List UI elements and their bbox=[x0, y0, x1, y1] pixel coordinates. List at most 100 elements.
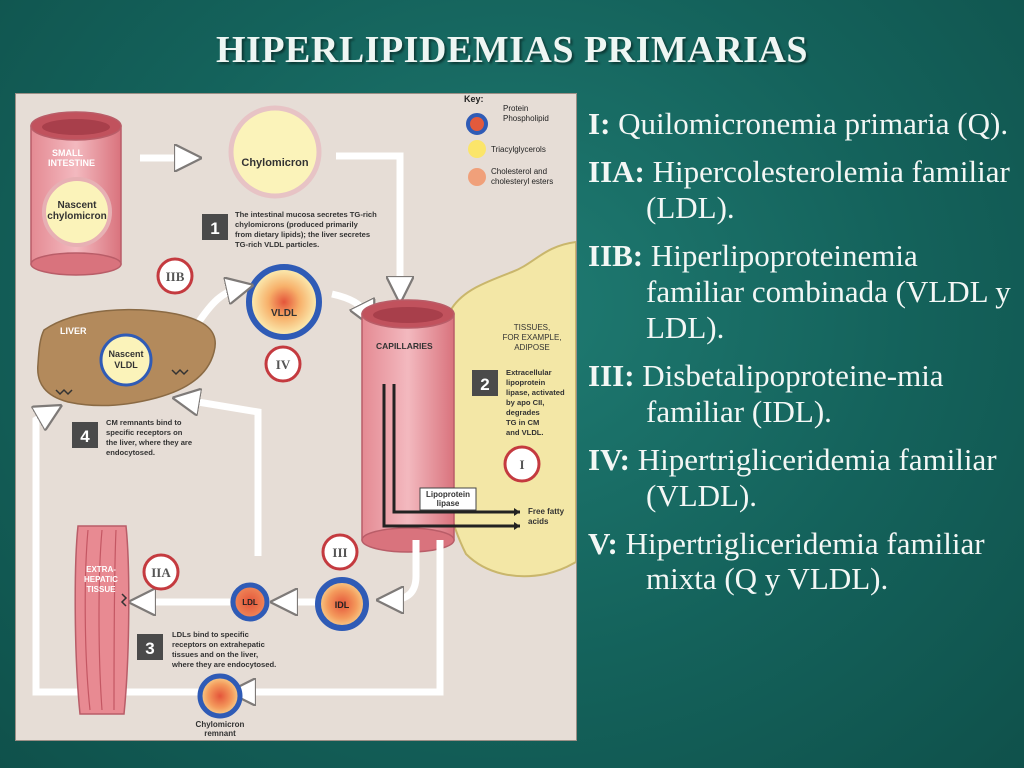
classification-item-iia: IIA: Hipercolesterolemia familiar (LDL). bbox=[588, 154, 1018, 226]
ldl-particle bbox=[230, 582, 270, 622]
classification-text: Hipertrigliceridemia familiar mixta (Q y… bbox=[625, 525, 985, 597]
classification-item-iib: IIB: Hiperlipoproteinemia familiar combi… bbox=[588, 238, 1018, 346]
classification-text: Hipertrigliceridemia familiar (VLDL). bbox=[637, 441, 997, 513]
step-4-number: 4 bbox=[80, 427, 90, 446]
badge-iv-label: IV bbox=[276, 357, 291, 372]
badge-i bbox=[503, 445, 541, 483]
liver-receptor-right bbox=[171, 368, 189, 376]
free-fatty-acids-label-2: acids bbox=[528, 517, 549, 526]
key-phospholipid: Phospholipid bbox=[503, 114, 549, 123]
tissues-label-1: TISSUES, bbox=[514, 323, 550, 332]
chylomicron-remnant-label-2: remnant bbox=[204, 729, 236, 738]
lipoprotein-lipase-label-2: lipase bbox=[437, 499, 460, 508]
extrahepatic-tissue bbox=[74, 525, 130, 715]
step-4-text-3: the liver, where they are bbox=[106, 438, 192, 447]
classification-item-v: V: Hipertrigliceridemia familiar mixta (… bbox=[588, 526, 1018, 598]
arrow-capillaries-to-remnant bbox=[242, 540, 444, 692]
key-cholesterol-2: cholesteryl esters bbox=[491, 177, 553, 186]
free-fatty-acids-label-1: Free fatty bbox=[528, 507, 565, 516]
badge-iia-label: IIA bbox=[151, 565, 171, 580]
small-intestine-label-2: INTESTINE bbox=[48, 158, 95, 168]
idl-label: IDL bbox=[335, 600, 350, 610]
diagram-canvas: SMALL INTESTINE Nascent chylomicron Chyl… bbox=[30, 94, 576, 738]
nascent-chylomicron-label-1: Nascent bbox=[58, 200, 98, 211]
step-4-text-1: CM remnants bind to bbox=[106, 418, 182, 427]
classification-item-iii: III: Disbetalipoproteine-mia familiar (I… bbox=[588, 358, 1018, 430]
step-2-text-7: and VLDL. bbox=[506, 428, 544, 437]
step-1-number: 1 bbox=[210, 219, 219, 238]
key-triacylglycerols: Triacylglycerols bbox=[491, 145, 546, 154]
step-2-text-2: lipoprotein bbox=[506, 378, 546, 387]
step-1-text-2: chylomicrons (produced primarily bbox=[235, 220, 359, 229]
step-1-text-4: TG-rich VLDL particles. bbox=[235, 240, 319, 249]
step-4-text-2: specific receptors on bbox=[106, 428, 183, 437]
lipoprotein-metabolism-diagram: SMALL INTESTINE Nascent chylomicron Chyl… bbox=[16, 94, 576, 740]
step-3-text-2: receptors on extrahepatic bbox=[172, 640, 265, 649]
classification-label: IIB: bbox=[588, 237, 644, 273]
step-3-number: 3 bbox=[145, 639, 154, 658]
badge-iib bbox=[156, 257, 194, 295]
badge-iib-label: IIB bbox=[166, 269, 185, 284]
step-3-text-1: LDLs bind to specific bbox=[172, 630, 249, 639]
step-2-marker bbox=[472, 370, 498, 396]
arrow-liver-to-vldl bbox=[193, 288, 240, 328]
step-2-number: 2 bbox=[480, 375, 489, 394]
tissues-label-3: ADIPOSE bbox=[514, 343, 550, 352]
extrahepatic-label-3: TISSUE bbox=[87, 585, 117, 594]
step-1-text-1: The intestinal mucosa secretes TG-rich bbox=[235, 210, 377, 219]
key-cholesterol-1: Cholesterol and bbox=[491, 167, 547, 176]
capillaries-label: CAPILLARIES bbox=[376, 341, 433, 351]
step-4-text-4: endocytosed. bbox=[106, 448, 155, 457]
step-3-text-4: where they are endocytosed. bbox=[171, 660, 276, 669]
small-intestine-label-1: SMALL bbox=[52, 148, 83, 158]
chylomicron-remnant-label-1: Chylomicron bbox=[196, 720, 245, 729]
chylomicron-label: Chylomicron bbox=[241, 157, 309, 169]
classification-text: Hiperlipoproteinemia familiar combinada … bbox=[646, 237, 1011, 345]
arrow-chylomicron-to-capillaries bbox=[336, 152, 400, 290]
key-protein-swatch bbox=[466, 113, 488, 135]
capillaries bbox=[361, 299, 455, 553]
key-cholesterol-swatch bbox=[468, 168, 486, 186]
key-title: Key: bbox=[464, 94, 484, 104]
key-protein: Protein bbox=[503, 104, 528, 113]
classification-text: Disbetalipoproteine-mia familiar (IDL). bbox=[642, 357, 944, 429]
classification-label: IV: bbox=[588, 441, 630, 477]
step-2-text-6: TG in CM bbox=[506, 418, 539, 427]
nascent-chylomicron-label-2: chylomicron bbox=[47, 211, 106, 222]
extrahepatic-label-1: EXTRA- bbox=[86, 565, 116, 574]
badge-iv bbox=[264, 345, 302, 383]
arrow-ldl-to-liver bbox=[186, 400, 262, 556]
vldl-particle bbox=[246, 264, 322, 340]
idl-particle bbox=[315, 577, 369, 631]
fatty-acid-arrowhead-2 bbox=[514, 522, 520, 530]
classification-item-i: I: Quilomicronemia primaria (Q). bbox=[588, 106, 1018, 142]
step-2-text-3: lipase, activated bbox=[506, 388, 565, 397]
key-legend: Key: Protein Phospholipid Triacylglycero… bbox=[464, 94, 553, 186]
ldl-label: LDL bbox=[242, 598, 258, 607]
nascent-vldl-label-2: VLDL bbox=[114, 360, 138, 370]
classification-text: Quilomicronemia primaria (Q). bbox=[618, 106, 1009, 141]
classification-label: III: bbox=[588, 357, 635, 393]
step-1-text-3: from dietary lipids); the liver secretes bbox=[235, 230, 370, 239]
extrahepatic-label-2: HEPATIC bbox=[84, 575, 118, 584]
key-triacylglycerol-swatch bbox=[468, 140, 486, 158]
lipoprotein-lipase-label-1: Lipoprotein bbox=[426, 490, 470, 499]
badge-iii-label: III bbox=[332, 545, 347, 560]
step-2-text-1: Extracellular bbox=[506, 368, 552, 377]
badge-iii bbox=[321, 533, 359, 571]
step-2-text-5: degrades bbox=[506, 408, 540, 417]
fatty-acid-path-1 bbox=[392, 384, 520, 514]
chylomicron-remnant-particle bbox=[197, 673, 243, 719]
step-2-text-4: by apo CII, bbox=[506, 398, 544, 407]
nascent-vldl-label-1: Nascent bbox=[108, 349, 143, 359]
classification-label: IIA: bbox=[588, 153, 645, 189]
tissues-label-2: FOR EXAMPLE, bbox=[502, 333, 561, 342]
vldl-label: VLDL bbox=[271, 308, 297, 319]
nascent-chylomicron-particle bbox=[42, 177, 112, 247]
classification-text: Hipercolesterolemia familiar (LDL). bbox=[646, 153, 1010, 225]
lipoprotein-lipase-box bbox=[419, 487, 477, 511]
fatty-acid-path-2 bbox=[382, 384, 520, 528]
step-4-marker bbox=[72, 422, 98, 448]
hyperlipidemia-classification-list: I: Quilomicronemia primaria (Q). IIA: Hi… bbox=[588, 106, 1018, 609]
nascent-vldl-particle bbox=[99, 333, 153, 387]
